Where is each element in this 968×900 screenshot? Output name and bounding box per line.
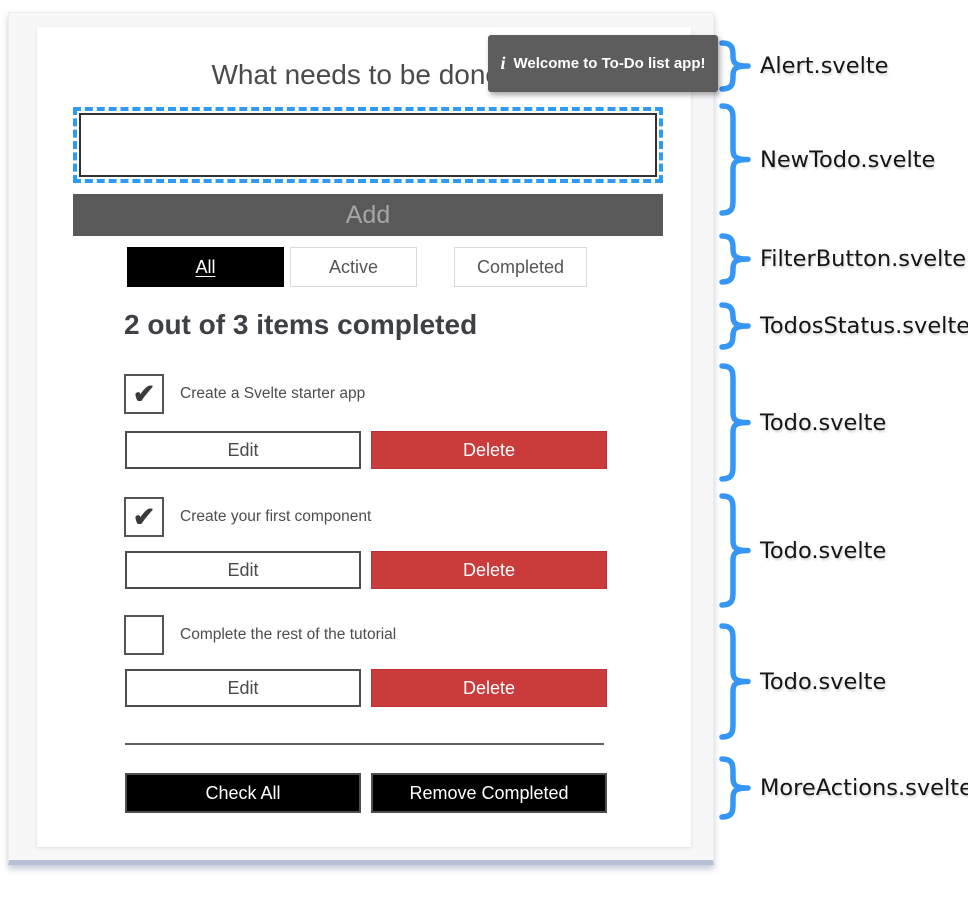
divider (125, 743, 604, 745)
annotation-todo-2: Todo.svelte (718, 493, 886, 608)
remove-completed-button[interactable]: Remove Completed (371, 773, 607, 813)
todo-label: Create your first component (180, 508, 372, 525)
annotation-label: NewTodo.svelte (760, 146, 936, 173)
todo-row: ✔ Create your first component (124, 496, 644, 538)
annotation-label: Todo.svelte (760, 668, 887, 695)
annotation-label: MoreActions.svelte (760, 775, 968, 801)
curly-brace-icon (719, 233, 751, 285)
todo-actions: Edit Delete (125, 431, 645, 469)
delete-button[interactable]: Delete (371, 551, 607, 589)
filter-all-button[interactable]: All (127, 247, 284, 287)
curly-brace-icon (719, 493, 751, 608)
annotation-label: Todo.svelte (760, 409, 887, 436)
curly-brace-icon (719, 40, 751, 92)
checkmark-icon: ✔ (132, 501, 156, 532)
filter-completed-button[interactable]: Completed (454, 247, 587, 287)
edit-button[interactable]: Edit (125, 669, 361, 707)
annotation-filterbutton: FilterButton.svelte (718, 233, 966, 285)
todo-actions: Edit Delete (125, 669, 645, 707)
app-window: What needs to be done? i Welcome to To-D… (8, 12, 718, 865)
curly-brace-icon (719, 103, 751, 216)
todo-app-card: What needs to be done? i Welcome to To-D… (37, 27, 718, 847)
todo-row: ✔ Create a Svelte starter app (124, 373, 644, 415)
todo-checkbox[interactable] (124, 615, 164, 655)
todo-checkbox[interactable]: ✔ (124, 374, 164, 414)
todo-actions: Edit Delete (125, 551, 645, 589)
curly-brace-icon (719, 756, 751, 820)
annotation-label: Alert.svelte (760, 53, 889, 79)
more-actions-bar: Check All Remove Completed (125, 773, 645, 813)
todo-checkbox[interactable]: ✔ (124, 497, 164, 537)
delete-button[interactable]: Delete (371, 431, 607, 469)
curly-brace-icon (719, 302, 751, 350)
info-icon: i (500, 53, 506, 73)
curly-brace-icon (719, 623, 751, 740)
alert-text: Welcome to To-Do list app! (513, 55, 706, 72)
checkmark-icon: ✔ (132, 378, 156, 409)
annotation-label: Todo.svelte (760, 537, 887, 564)
annotation-todosstatus: TodosStatus.svelte (718, 302, 968, 350)
annotation-alert: Alert.svelte (718, 40, 889, 92)
edit-button[interactable]: Edit (125, 551, 361, 589)
annotation-newtodo: NewTodo.svelte (718, 103, 935, 216)
edit-button[interactable]: Edit (125, 431, 361, 469)
todos-status-heading: 2 out of 3 items completed (124, 309, 478, 340)
curly-brace-icon (719, 363, 751, 482)
delete-button[interactable]: Delete (371, 669, 607, 707)
todo-label: Create a Svelte starter app (180, 385, 366, 402)
annotation-moreactions: MoreActions.svelte (718, 756, 968, 820)
todo-row: Complete the rest of the tutorial (124, 614, 644, 656)
page-title: What needs to be done? (211, 59, 517, 90)
annotation-label: FilterButton.svelte (760, 246, 967, 272)
alert-toast: i Welcome to To-Do list app! (488, 35, 718, 92)
annotation-todo-3: Todo.svelte (718, 623, 886, 740)
new-todo-input-focus-ring (73, 107, 663, 183)
check-all-button[interactable]: Check All (125, 773, 361, 813)
new-todo-input[interactable] (79, 113, 657, 177)
add-button[interactable]: Add (73, 194, 663, 236)
annotation-label: TodosStatus.svelte (760, 313, 968, 339)
todo-label: Complete the rest of the tutorial (180, 626, 397, 643)
filter-active-button[interactable]: Active (290, 247, 417, 287)
annotation-todo-1: Todo.svelte (718, 363, 886, 482)
filter-button-group: All Active Completed (37, 247, 691, 287)
